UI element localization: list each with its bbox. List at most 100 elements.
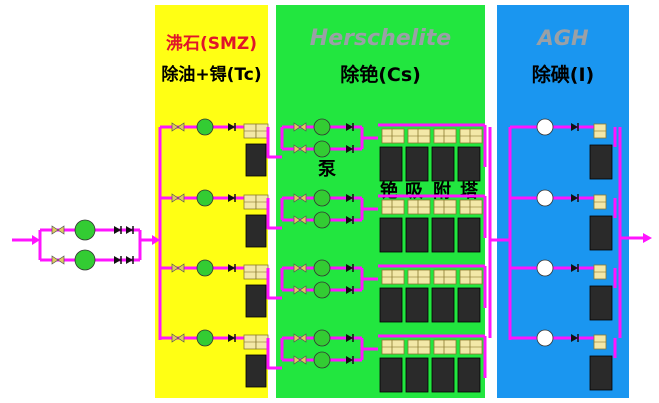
pump-icon [536, 118, 554, 136]
tank-icon [245, 214, 267, 248]
tank-icon [379, 357, 403, 393]
pump-icon [196, 259, 214, 277]
pump-icon [196, 118, 214, 136]
check-valve-icon [346, 123, 353, 131]
valve-icon [177, 122, 185, 132]
tank-icon [431, 146, 455, 182]
valve-icon [299, 144, 307, 154]
inlet-arrow-icon [32, 235, 40, 245]
valve-icon [299, 333, 307, 343]
tank-icon [431, 287, 455, 323]
tank-icon [405, 287, 429, 323]
pump-icon [313, 351, 331, 369]
check-valve-icon [228, 194, 235, 202]
check-valve-icon [228, 334, 235, 342]
check-valve-icon [571, 194, 578, 202]
valve-icon [299, 193, 307, 203]
pump-icon [536, 329, 554, 347]
check-valve-icon [228, 264, 235, 272]
valve-icon [57, 255, 65, 265]
tank-icon [589, 144, 613, 180]
pipe-segment [266, 198, 282, 230]
valve-icon [299, 355, 307, 365]
pump-icon [74, 219, 96, 241]
check-valve-icon [346, 194, 353, 202]
herschelite-header-line1: Herschelite [309, 26, 452, 51]
valve-icon [51, 255, 59, 265]
check-valve-icon [346, 286, 353, 294]
valve-icon [299, 263, 307, 273]
valve-icon [299, 215, 307, 225]
herschelite-header-line2: 除铯(Cs) [340, 64, 421, 86]
check-valve-icon [346, 145, 353, 153]
check-valve-icon [114, 226, 121, 234]
check-valve-icon [346, 334, 353, 342]
valve-icon [293, 355, 301, 365]
valve-icon [299, 122, 307, 132]
zeolite-header-line1: 沸石(SMZ) [165, 34, 258, 54]
outlet-arrow-icon [643, 233, 652, 243]
valve-icon [171, 193, 179, 203]
check-valve-icon [228, 123, 235, 131]
tank-icon [405, 357, 429, 393]
valve-icon [57, 225, 65, 235]
check-valve-icon [346, 264, 353, 272]
check-valve-icon [126, 256, 133, 264]
check-valve-icon [571, 123, 578, 131]
agh-header-line2: 除碘(I) [531, 64, 595, 86]
pump-icon [313, 329, 331, 347]
tank-icon [379, 217, 403, 253]
check-valve-icon [571, 264, 578, 272]
tank-icon [245, 354, 267, 388]
pump-icon [536, 259, 554, 277]
pipe-segment [266, 127, 282, 159]
pump-icon [313, 281, 331, 299]
valve-icon [293, 122, 301, 132]
check-valve-icon [571, 334, 578, 342]
tank-icon [405, 146, 429, 182]
valve-icon [51, 225, 59, 235]
valve-icon [293, 215, 301, 225]
tank-icon [457, 357, 481, 393]
tank-icon [589, 355, 613, 391]
tank-icon [431, 217, 455, 253]
valve-icon [293, 285, 301, 295]
check-valve-icon [346, 216, 353, 224]
pump-icon [74, 249, 96, 271]
valve-icon [299, 285, 307, 295]
zeolite-header-line2: 除油+锝(Tc) [161, 65, 262, 85]
check-valve-icon [126, 226, 133, 234]
check-valve-icon [114, 256, 121, 264]
tank-icon [379, 287, 403, 323]
flow-arrow-icon [152, 235, 160, 245]
check-valve-icon [346, 356, 353, 364]
tank-icon [245, 284, 267, 318]
tank-icon [379, 146, 403, 182]
tank-icon [589, 285, 613, 321]
pump-icon [196, 189, 214, 207]
agh-panel [497, 5, 629, 398]
pump-label: 泵 [318, 159, 336, 180]
pump-icon [313, 259, 331, 277]
tank-icon [457, 217, 481, 253]
valve-icon [293, 193, 301, 203]
valve-icon [293, 144, 301, 154]
valve-icon [293, 263, 301, 273]
pipe-segment [266, 268, 282, 300]
tank-icon [245, 143, 267, 177]
tank-icon [457, 146, 481, 182]
valve-icon [177, 263, 185, 273]
pump-icon [313, 211, 331, 229]
tank-icon [431, 357, 455, 393]
agh-header-line1: AGH [537, 26, 589, 50]
pump-icon [313, 189, 331, 207]
pump-icon [313, 118, 331, 136]
tank-icon [589, 215, 613, 251]
valve-icon [171, 122, 179, 132]
valve-icon [171, 263, 179, 273]
valve-icon [171, 333, 179, 343]
valve-icon [177, 333, 185, 343]
pipe-segment [266, 338, 282, 370]
